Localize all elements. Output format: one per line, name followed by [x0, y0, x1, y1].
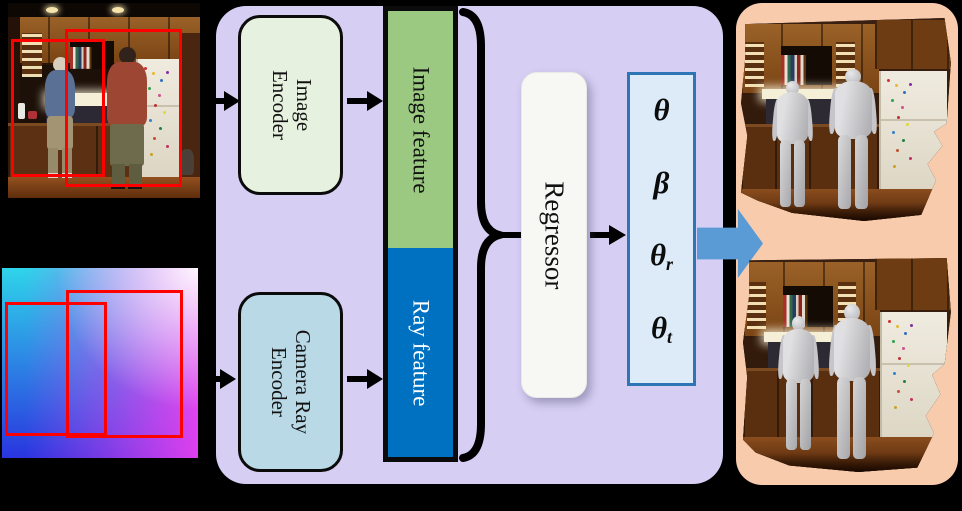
- label-line: Encoder: [267, 70, 292, 140]
- fridge-door-line: [880, 118, 947, 121]
- param-symbol: θ: [649, 237, 667, 273]
- person-head: [53, 57, 68, 72]
- output-param-theta: θ: [653, 94, 669, 128]
- regressor-label: Regressor: [539, 181, 570, 289]
- cabinet-lattice: [22, 33, 42, 77]
- rendered-kitchen-scene: [743, 258, 951, 472]
- mesh-person-right: [828, 68, 879, 209]
- camera-ray-map: [2, 268, 198, 458]
- person-leg: [48, 148, 58, 174]
- mesh-torso: [835, 81, 872, 139]
- person-torso: [107, 62, 147, 126]
- regressor-box: Regressor: [521, 72, 587, 398]
- statue: [180, 149, 194, 175]
- feature-bar: Image feature Ray feature: [383, 6, 458, 462]
- mesh-person-left: [771, 80, 815, 207]
- ray-feature-segment: Ray feature: [388, 248, 453, 457]
- mesh-leg: [779, 140, 792, 207]
- fridge-door-line: [881, 363, 947, 366]
- mesh-leg: [837, 376, 851, 460]
- param-symbol: θ: [653, 92, 670, 128]
- mesh-head: [845, 68, 861, 85]
- side-cabinet: [182, 33, 200, 179]
- image-encoder-label: Image Encoder: [267, 70, 316, 140]
- person-head: [119, 47, 136, 64]
- label-line: Encoder: [267, 347, 292, 417]
- person-right: [104, 47, 150, 189]
- mesh-torso: [783, 328, 814, 384]
- ceiling-light: [112, 7, 124, 13]
- mesh-person-right: [827, 303, 878, 460]
- mesh-torso: [834, 317, 871, 382]
- ray-feature-label: Ray feature: [408, 299, 434, 406]
- person-pants: [110, 124, 144, 166]
- output-param-theta-r: θr: [650, 239, 673, 273]
- person-bbox: [5, 302, 107, 436]
- input-kitchen-photo: [8, 3, 200, 198]
- param-symbol: θ: [650, 309, 668, 345]
- param-symbol: β: [653, 164, 670, 200]
- param-subscript: r: [666, 254, 674, 275]
- person-torso: [45, 70, 75, 118]
- bookshelf: [781, 46, 833, 85]
- mesh-head: [786, 80, 800, 95]
- rendered-kitchen-scene: [741, 18, 951, 221]
- counter-object: [28, 111, 37, 119]
- output-params-box: θ β θr θt: [627, 72, 696, 386]
- mesh-leg: [799, 379, 811, 451]
- person-leg: [112, 164, 125, 185]
- person-leg: [129, 164, 142, 185]
- mesh-leg: [854, 134, 868, 209]
- floor: [8, 177, 200, 198]
- ceiling-light: [46, 7, 58, 13]
- counter-light: [762, 89, 858, 100]
- mesh-torso: [777, 92, 809, 144]
- person-bbox: [65, 29, 182, 187]
- person-bbox: [66, 290, 183, 438]
- fridge-magnets: [886, 78, 890, 82]
- bookshelf: [782, 286, 834, 328]
- bottle: [18, 103, 25, 119]
- fridge-door-line: [138, 104, 184, 107]
- output-render-top: [741, 18, 951, 221]
- image-encoder-box: Image Encoder: [238, 15, 343, 195]
- image-feature-label: Image feature: [408, 66, 434, 194]
- fridge-top-cabinet: [874, 20, 951, 69]
- mesh-leg: [794, 140, 806, 207]
- cabinet-lattice: [747, 281, 767, 330]
- label-line: Camera Ray: [291, 329, 316, 435]
- fridge-magnets: [887, 320, 891, 324]
- person-bbox: [11, 39, 105, 177]
- fridge-top-cabinet: [875, 258, 951, 310]
- output-render-bottom: [743, 258, 951, 472]
- camera-ray-encoder-box: Camera Ray Encoder: [238, 292, 343, 472]
- mesh-leg: [853, 376, 867, 460]
- fridge-magnets: [144, 67, 147, 70]
- output-param-beta: β: [654, 167, 670, 201]
- mesh-leg: [785, 379, 797, 451]
- label-line: Image: [291, 78, 316, 132]
- mesh-head: [844, 303, 860, 321]
- bookshelf: [70, 41, 114, 69]
- mesh-leg: [838, 134, 852, 209]
- camera-ray-encoder-label: Camera Ray Encoder: [267, 329, 316, 435]
- person-pants: [47, 116, 73, 150]
- output-param-theta-t: θt: [651, 312, 672, 346]
- cabinet-lattice: [745, 42, 765, 88]
- mesh-person-left: [777, 316, 820, 451]
- mesh-head: [791, 316, 806, 332]
- param-subscript: t: [667, 326, 673, 347]
- image-feature-segment: Image feature: [388, 11, 453, 249]
